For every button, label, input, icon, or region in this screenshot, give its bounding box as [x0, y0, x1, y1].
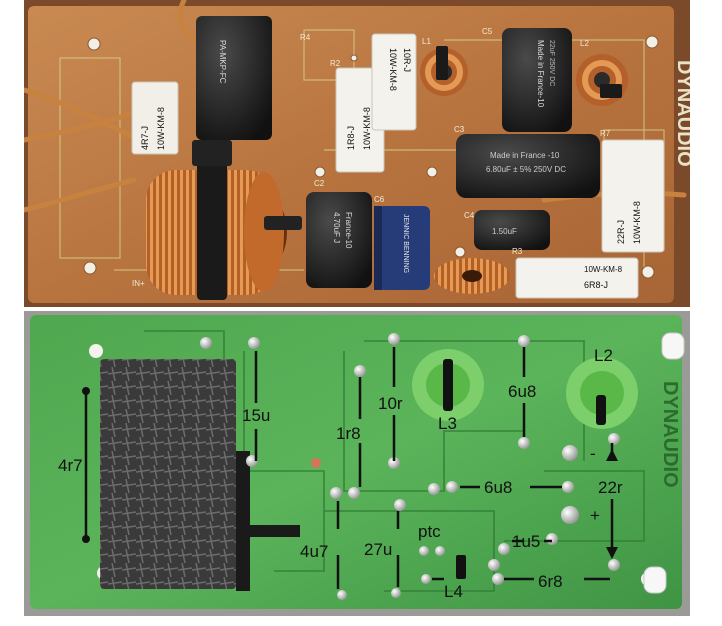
ref-c5: C5: [482, 27, 493, 36]
mounting-holes: [83, 35, 659, 279]
bottom-brand: DYNAUDIO: [659, 381, 681, 488]
label-1r8: 1r8: [336, 424, 361, 443]
annotation-arrowheads: [82, 387, 618, 559]
top-brand: DYNAUDIO: [673, 60, 690, 167]
inductor-l4-top: [434, 258, 510, 294]
bottom-board-photo: DYNAUDIO: [24, 311, 690, 616]
top-board-drawing: PA-MKP-FC 4R7-J 10W-KM-8 1R8-J 10W-KM-8 …: [24, 0, 690, 307]
label-ptc: ptc: [418, 522, 441, 541]
c5-rating: 22uF 250V DC: [548, 40, 555, 86]
inductor-l2: [576, 54, 628, 106]
resistor-10r-rating: 10W-KM-8: [388, 48, 398, 91]
resistor-4r7-val: 4R7-J: [140, 126, 150, 150]
label-15u: 15u: [242, 406, 270, 425]
ref-r4: R4: [300, 33, 311, 42]
l2-pad: [566, 357, 638, 429]
inductor-large: [146, 140, 302, 300]
label-l3: L3: [438, 414, 457, 433]
resistor-r7: 22R-J 10W-KM-8: [601, 139, 665, 253]
label-6u8-top: 6u8: [508, 382, 536, 401]
l3-pad: [412, 349, 484, 421]
label-1u5: 1u5: [512, 532, 540, 551]
c2-rating: 4.70uF J: [332, 212, 341, 243]
ref-r7: R7: [600, 129, 611, 138]
nylon-spacers: [643, 332, 685, 594]
l4-part: [456, 555, 466, 579]
resistor-1r8-val: 1R8-J: [346, 126, 356, 150]
c6-brand: JENNIC BENNING: [402, 214, 409, 273]
black-tape-pad: [100, 359, 300, 591]
label-4r7: 4r7: [58, 456, 83, 475]
c5-make: Made in France-10: [536, 40, 545, 108]
r3-val: 6R8-J: [584, 280, 608, 290]
c3-rating: 6.80uF ± 5% 250V DC: [486, 165, 566, 174]
ref-r3: R3: [512, 247, 523, 256]
capacitor-pa-mkp-fc: PA-MKP-FC: [196, 16, 272, 140]
ref-l1: L1: [422, 37, 431, 46]
label-l4: L4: [444, 582, 463, 601]
ref-r2: R2: [330, 59, 341, 68]
label-22r: 22r: [598, 478, 623, 497]
ref-l2: L2: [580, 39, 589, 48]
c2-make: France-10: [344, 212, 353, 249]
r7-val: 22R-J: [616, 220, 626, 244]
ref-in: IN+: [132, 279, 145, 288]
c3-make: Made in France -10: [490, 151, 560, 160]
capacitor-c5: Made in France-10 22uF 250V DC: [502, 28, 572, 132]
ref-c6: C6: [374, 195, 385, 204]
annotation-labels: 4r7 15u 10r L3 6u8 L2 1r8 - 6u8 22r + pt…: [58, 346, 623, 601]
label-10r: 10r: [378, 394, 403, 413]
ref-c2: C2: [314, 179, 325, 188]
resistor-r3: 10W-KM-8 6R8-J: [515, 257, 639, 299]
resistor-10r: 10W-KM-8 10R-J: [371, 33, 417, 131]
r7-rating: 10W-KM-8: [632, 201, 642, 244]
ref-c3: C3: [454, 125, 465, 134]
resistor-1r8-rating: 10W-KM-8: [362, 107, 372, 150]
bottom-board-drawing: DYNAUDIO: [24, 311, 690, 616]
capacitor-c4: 1.50uF: [474, 210, 550, 250]
resistor-4r7: 4R7-J 10W-KM-8: [131, 81, 179, 155]
resistor-4r7-rating: 10W-KM-8: [156, 107, 166, 150]
capacitor-c3: 6.80uF ± 5% 250V DC Made in France -10: [456, 134, 600, 198]
solder-joints: [200, 333, 620, 600]
label-27u: 27u: [364, 540, 392, 559]
label-6u8-mid: 6u8: [484, 478, 512, 497]
label-6r8: 6r8: [538, 572, 563, 591]
label-l2: L2: [594, 346, 613, 365]
r3-rating: 10W-KM-8: [584, 265, 623, 274]
label-plus: +: [590, 506, 600, 525]
ref-c4: C4: [464, 211, 475, 220]
capacitor-c2: 4.70uF J France-10: [306, 192, 372, 288]
c4-text: 1.50uF: [492, 227, 517, 236]
label-minus: -: [590, 444, 596, 463]
label-4u7: 4u7: [300, 542, 328, 561]
inductor-l1: [420, 46, 468, 96]
cap-text-pa-mkp: PA-MKP-FC: [218, 40, 227, 84]
top-board-photo: PA-MKP-FC 4R7-J 10W-KM-8 1R8-J 10W-KM-8 …: [24, 0, 690, 307]
resistor-10r-val: 10R-J: [402, 48, 412, 72]
capacitor-c6: JENNIC BENNING: [374, 206, 430, 290]
